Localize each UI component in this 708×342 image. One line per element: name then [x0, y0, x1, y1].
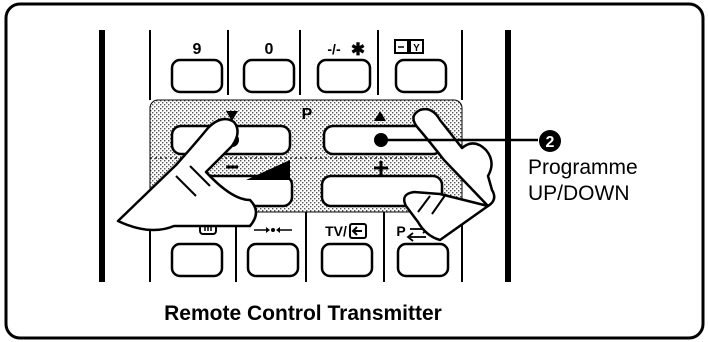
key-0[interactable]: 0 [242, 41, 296, 94]
input-select-icon [349, 223, 367, 239]
callout-badge: 2 [539, 130, 561, 152]
picture-adjust-icon [254, 227, 292, 233]
key-0-label: 0 [265, 41, 274, 58]
tv-video-label: TV/ [325, 223, 347, 239]
key-digit-toggle[interactable]: -/- ✱ [316, 40, 372, 94]
star-icon: ✱ [351, 40, 365, 59]
outer-frame [4, 2, 705, 340]
programme-up-arrow-icon [374, 111, 386, 121]
key-text-teletext[interactable]: Y [394, 39, 448, 94]
diagram-title: Remote Control Transmitter [164, 302, 442, 325]
programme-down-arrow-icon [226, 111, 238, 121]
callout-label-programme: Programme [528, 156, 638, 179]
digit-toggle-label: -/- [327, 41, 341, 57]
volume-icon [246, 160, 290, 180]
right-hand-pressing [403, 107, 496, 242]
text-mode-icon [394, 39, 409, 54]
left-hand-pressing [116, 117, 258, 232]
programme-swap-label: P [396, 223, 405, 239]
key-tv-video[interactable]: TV/ [320, 223, 374, 278]
key-picture-adjust[interactable] [246, 227, 300, 278]
key-9-label: 9 [193, 41, 202, 58]
key-programme-swap[interactable]: P [396, 223, 450, 278]
key-menu[interactable] [170, 219, 224, 278]
svg-text:Y: Y [413, 43, 420, 54]
programme-label: P [302, 106, 313, 123]
teletext-icon [409, 39, 424, 54]
callout-number: 2 [546, 134, 555, 151]
key-9[interactable]: 9 [170, 41, 224, 94]
callout-label-up-down: UP/DOWN [528, 182, 630, 205]
